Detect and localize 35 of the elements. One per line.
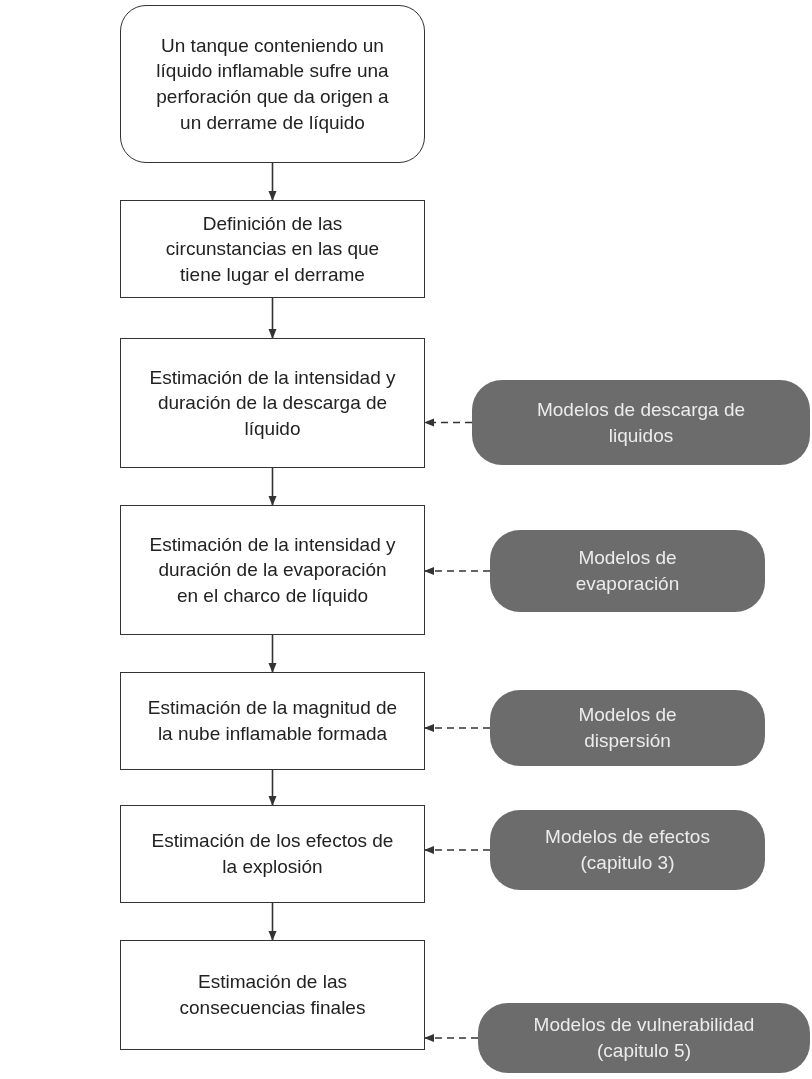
process-box [120, 805, 425, 903]
process-box [120, 505, 425, 635]
arrow [268, 467, 277, 506]
dashed-arrow [424, 724, 491, 732]
model-pill [490, 690, 765, 766]
arrow [268, 902, 277, 941]
node-text: Estimación de la magnitud de la nube inflamable formada [147, 696, 398, 746]
arrow [268, 634, 277, 673]
model-pill [478, 1003, 810, 1073]
node-text: Modelos de efectos (capitulo 3) [544, 825, 711, 875]
node-text: Un tanque conteniendo un líquido inflamable sufre una perforación que da origen a un derrame de líquido [155, 33, 390, 135]
dashed-arrow [424, 846, 491, 854]
node-text: Estimación de las consecuencias finales [178, 970, 367, 1020]
node-text: Modelos de descarga de liquidos [535, 397, 747, 448]
node-text: Estimación de los efectos de la explosión [150, 829, 395, 879]
node-text: Estimación de la intensidad y duración de la descarga de líquido [148, 365, 397, 441]
arrow [268, 769, 277, 806]
node-text: Definición de las circunstancias en las que tiene lugar el derrame [164, 211, 381, 287]
node-text: Estimación de la intensidad y duración de la evaporación en el charco de líquido [148, 532, 397, 608]
node-text: Modelos de vulnerabilidad (capitulo 5) [532, 1013, 756, 1063]
model-pill [490, 530, 765, 612]
process-box [120, 940, 425, 1050]
node-text: Modelos de evaporación [574, 546, 681, 596]
dashed-arrow [424, 418, 473, 427]
process-box [120, 672, 425, 770]
node-text: Modelos de dispersión [577, 703, 678, 753]
arrow [268, 162, 277, 201]
arrow [268, 297, 277, 339]
dashed-arrow [424, 567, 491, 575]
process-box [120, 200, 425, 298]
process-box [120, 338, 425, 468]
start-box [120, 5, 425, 163]
model-pill [490, 810, 765, 890]
dashed-arrow [424, 1034, 479, 1042]
model-pill [472, 380, 810, 465]
